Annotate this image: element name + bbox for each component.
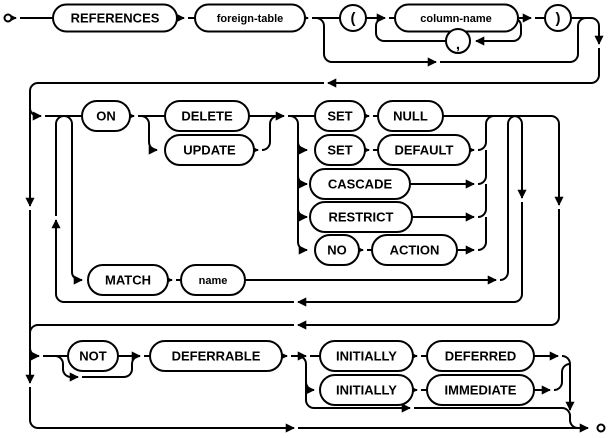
node-cascade: CASCADE: [309, 168, 411, 200]
connector-lines: [7, 13, 604, 433]
end-terminal: [596, 423, 606, 433]
terminal-comma: ,: [445, 28, 471, 54]
node-deferred: DEFERRED: [426, 340, 535, 372]
node-set-1-label: SET: [327, 109, 352, 124]
node-on-label: ON: [96, 109, 116, 124]
node-no: NO: [314, 234, 360, 266]
node-deferrable-label: DEFERRABLE: [172, 349, 261, 364]
terminal-open-paren: (: [339, 4, 367, 32]
node-update-label: UPDATE: [183, 143, 236, 158]
node-column-name: column-name: [394, 3, 519, 33]
node-references-label: REFERENCES: [71, 11, 160, 26]
node-references: REFERENCES: [52, 3, 178, 33]
node-set-2-label: SET: [327, 143, 352, 158]
node-null-label: NULL: [393, 109, 428, 124]
node-immediate-label: IMMEDIATE: [445, 383, 517, 398]
node-action: ACTION: [371, 234, 458, 266]
node-name: name: [180, 264, 246, 296]
node-restrict-label: RESTRICT: [329, 210, 394, 225]
node-column-name-label: column-name: [420, 13, 492, 25]
node-match-label: MATCH: [105, 273, 151, 288]
node-not: NOT: [67, 340, 119, 372]
node-deferred-label: DEFERRED: [445, 349, 517, 364]
node-initially-2: INITIALLY: [319, 374, 414, 406]
node-immediate: IMMEDIATE: [426, 374, 535, 406]
node-on: ON: [81, 100, 131, 132]
node-initially-2-label: INITIALLY: [336, 383, 397, 398]
node-delete-label: DELETE: [181, 109, 233, 124]
node-restrict: RESTRICT: [309, 201, 413, 233]
node-update: UPDATE: [164, 134, 255, 166]
node-foreign-table: foreign-table: [194, 3, 306, 33]
node-default-label: DEFAULT: [395, 143, 454, 158]
comma-label: ,: [456, 36, 460, 53]
terminal-close-paren: ): [544, 4, 572, 32]
node-match: MATCH: [87, 264, 169, 296]
node-initially-1-label: INITIALLY: [336, 349, 397, 364]
node-delete: DELETE: [164, 100, 250, 132]
node-initially-1: INITIALLY: [319, 340, 414, 372]
node-deferrable: DEFERRABLE: [149, 340, 283, 372]
start-terminal: [3, 13, 13, 23]
node-set-2: SET: [314, 134, 366, 166]
node-set-1: SET: [314, 100, 366, 132]
close-paren-label: ): [556, 10, 561, 27]
node-default: DEFAULT: [377, 134, 471, 166]
node-name-label: name: [199, 275, 228, 287]
node-cascade-label: CASCADE: [328, 177, 393, 192]
node-no-label: NO: [327, 243, 347, 258]
node-action-label: ACTION: [390, 243, 440, 258]
node-foreign-table-label: foreign-table: [217, 13, 284, 25]
node-null: NULL: [377, 100, 444, 132]
node-not-label: NOT: [79, 349, 107, 364]
open-paren-label: (: [351, 10, 356, 27]
